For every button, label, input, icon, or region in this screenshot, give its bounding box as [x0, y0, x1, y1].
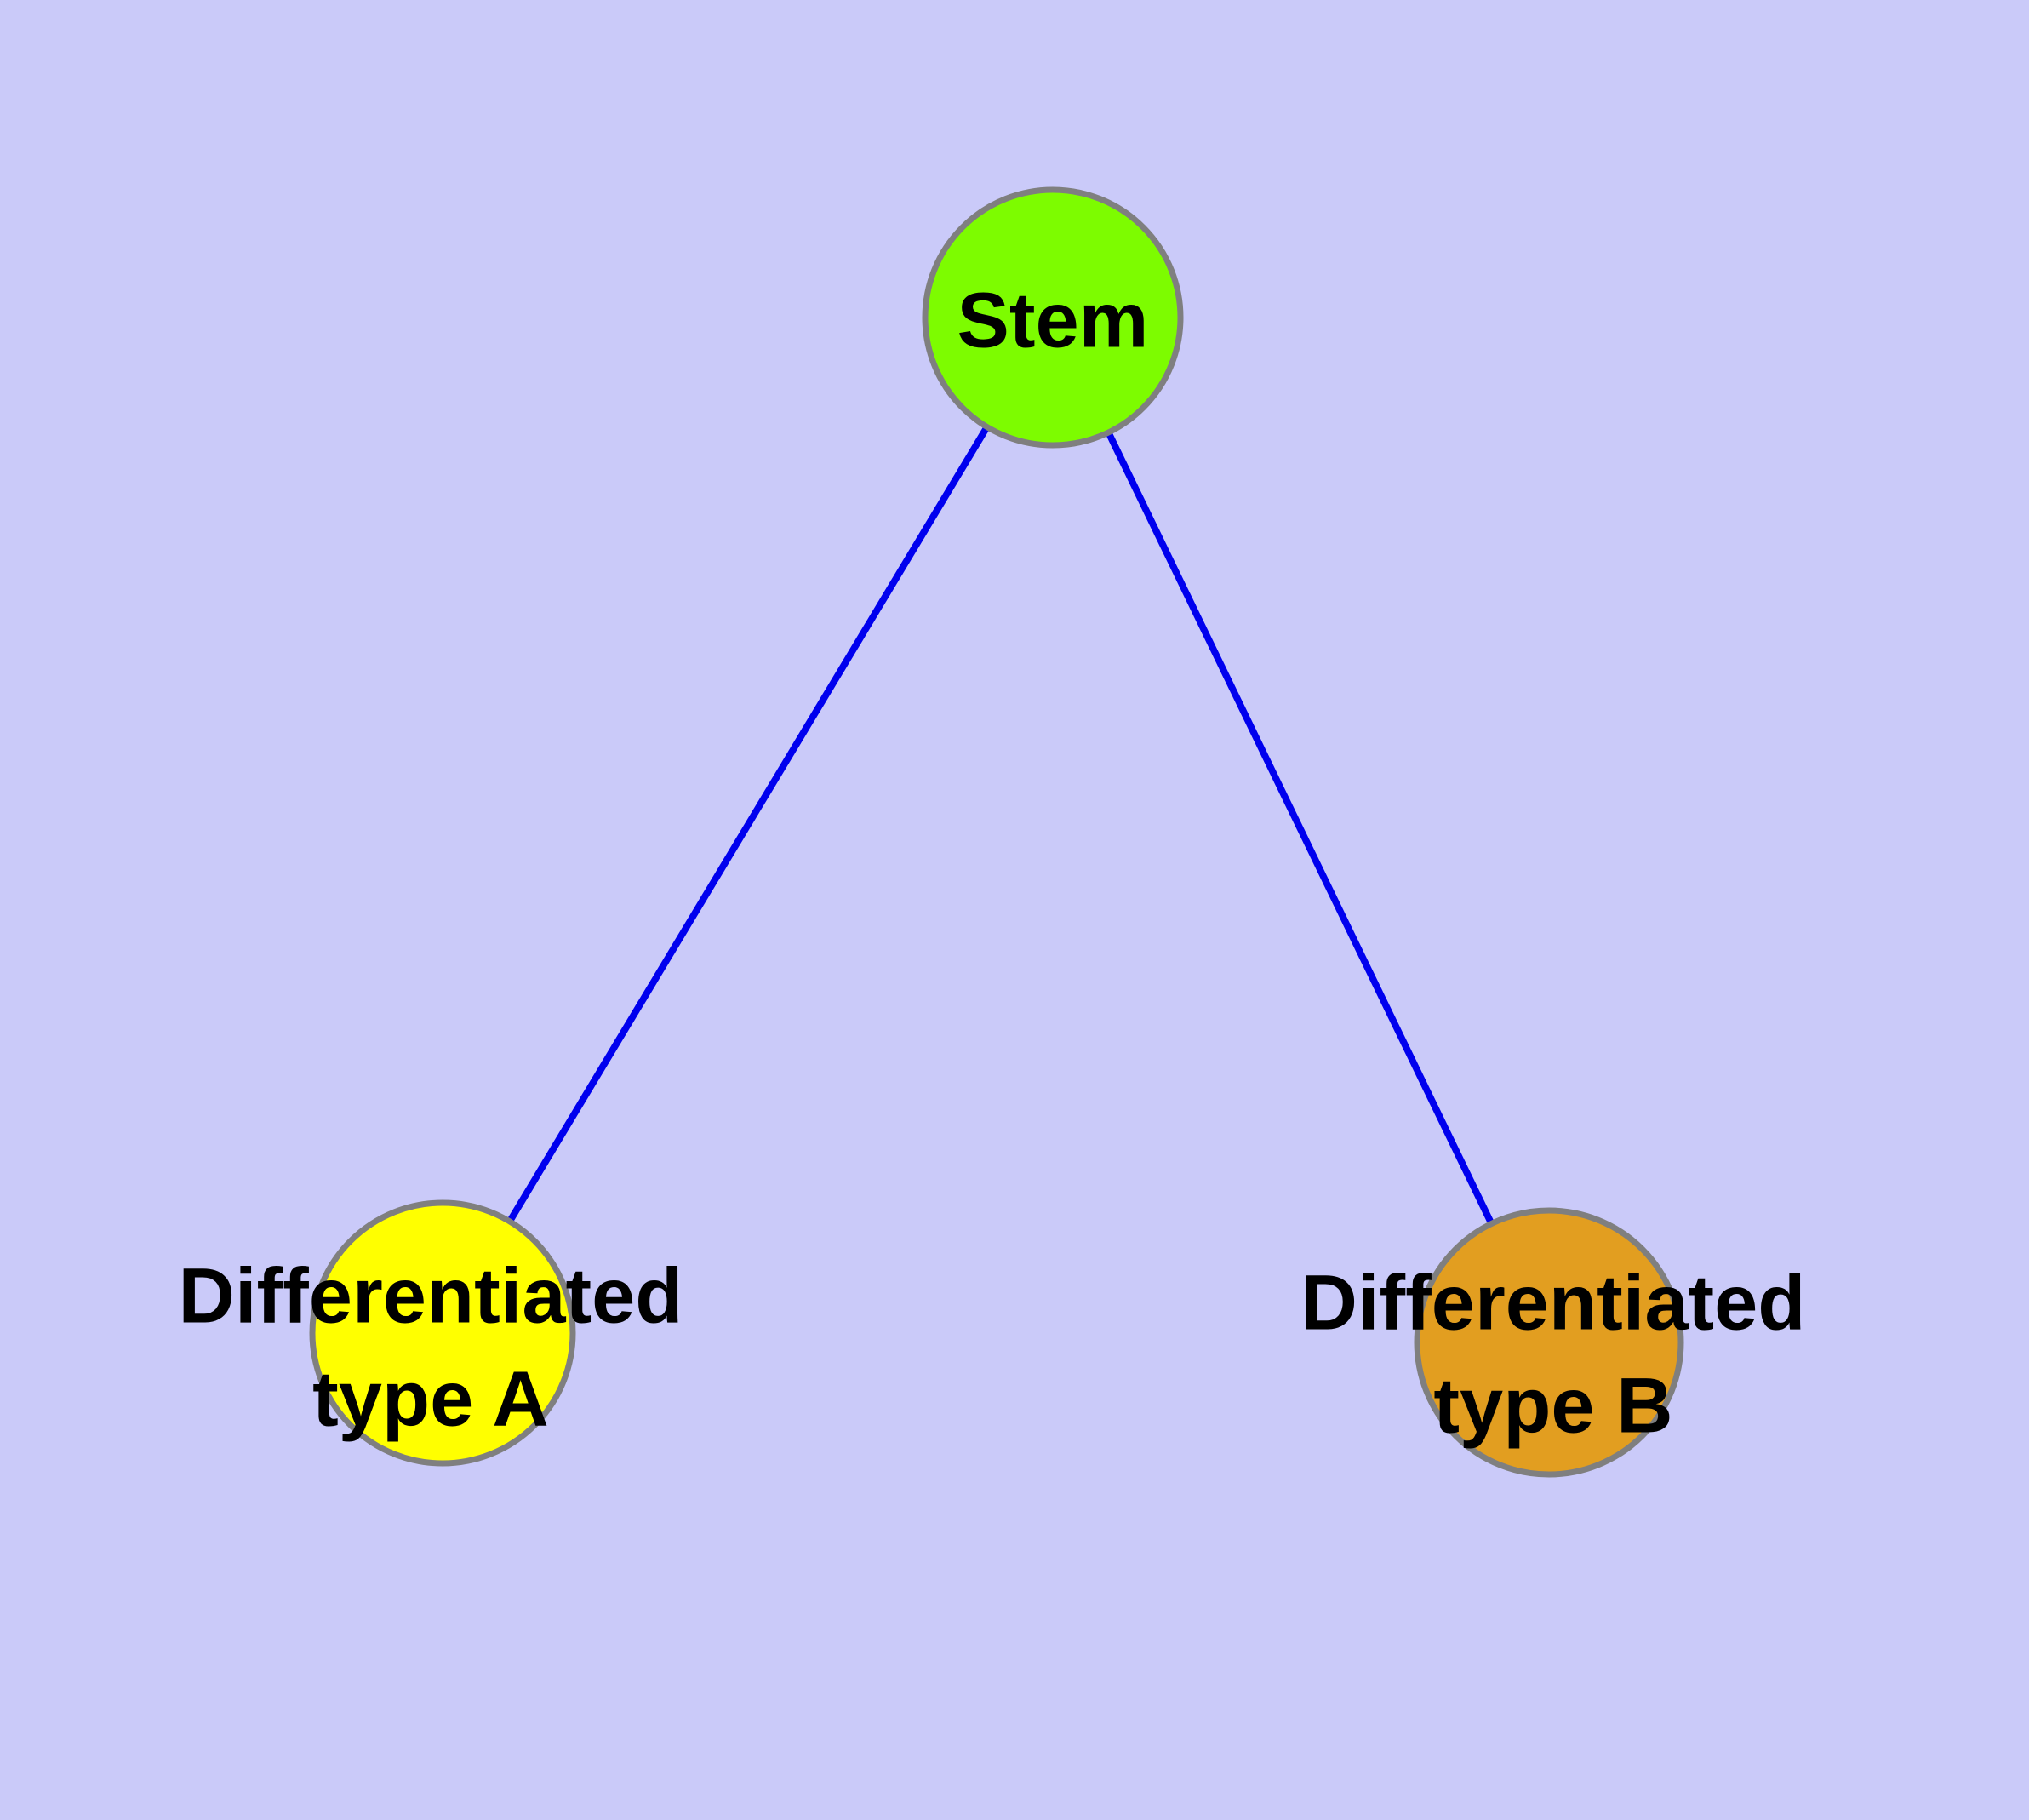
type-a-node-circle: [309, 1199, 576, 1467]
type-b-node-circle: [1414, 1207, 1684, 1478]
stem-node-circle: [922, 186, 1184, 449]
edge-stem-to-type-a: [439, 315, 1056, 1336]
edge-stem-to-type-b: [1049, 316, 1552, 1344]
